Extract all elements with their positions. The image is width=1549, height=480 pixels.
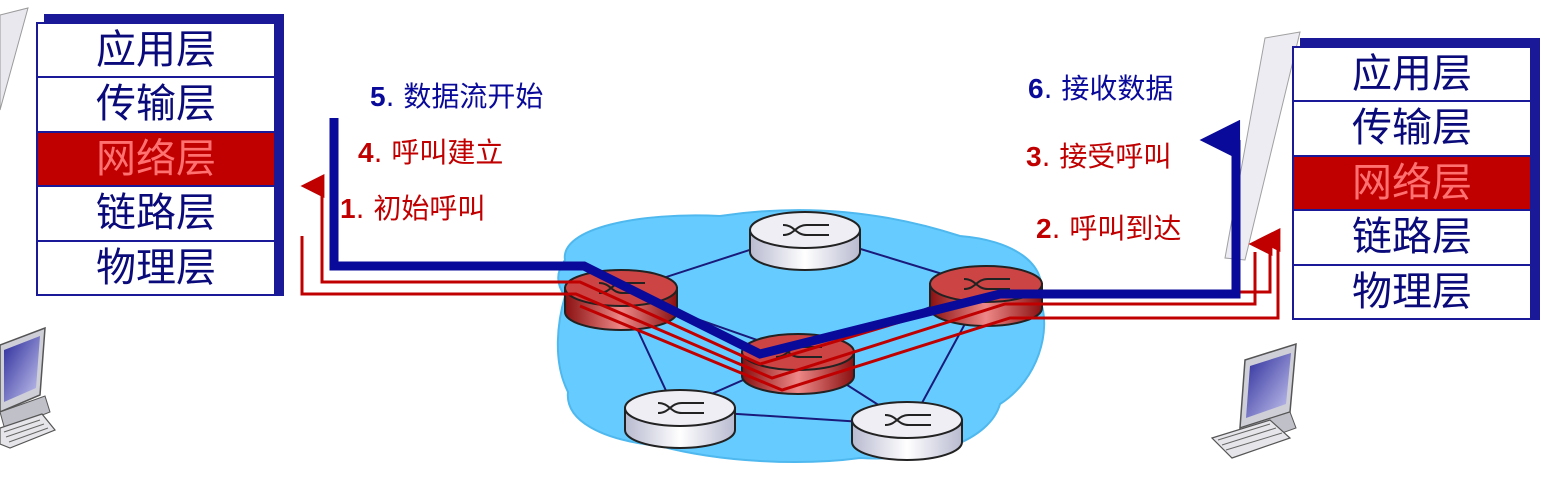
signal-path-call-request (300, 174, 1281, 392)
step-5-label: 5. 数据流开始 (370, 80, 544, 113)
layer-link: 链路层 (36, 185, 276, 242)
layer-network: 网络层 (1292, 154, 1532, 212)
layer-transport: 传输层 (36, 76, 276, 133)
layer-transport: 传输层 (1292, 100, 1532, 157)
step-2-label: 2. 呼叫到达 (1036, 212, 1182, 245)
router-icon (624, 389, 736, 449)
layer-application: 应用层 (36, 22, 276, 79)
step-4-label: 4. 呼叫建立 (358, 136, 504, 169)
router-icon (749, 211, 861, 271)
router-icon (851, 401, 963, 461)
layer-link: 链路层 (1292, 209, 1532, 266)
layer-application: 应用层 (1292, 46, 1532, 103)
step-6-label: 6. 接收数据 (1028, 72, 1174, 105)
layer-physical: 物理层 (1292, 263, 1532, 320)
layer-physical: 物理层 (36, 239, 276, 296)
data-flow-path (329, 118, 1241, 359)
step-1-label: 1. 初始呼叫 (340, 192, 486, 225)
right-computer-icon (1210, 31, 1301, 459)
left-computer-icon (0, 7, 56, 449)
layer-network: 网络层 (36, 130, 276, 188)
step-3-label: 3. 接受呼叫 (1026, 140, 1172, 173)
